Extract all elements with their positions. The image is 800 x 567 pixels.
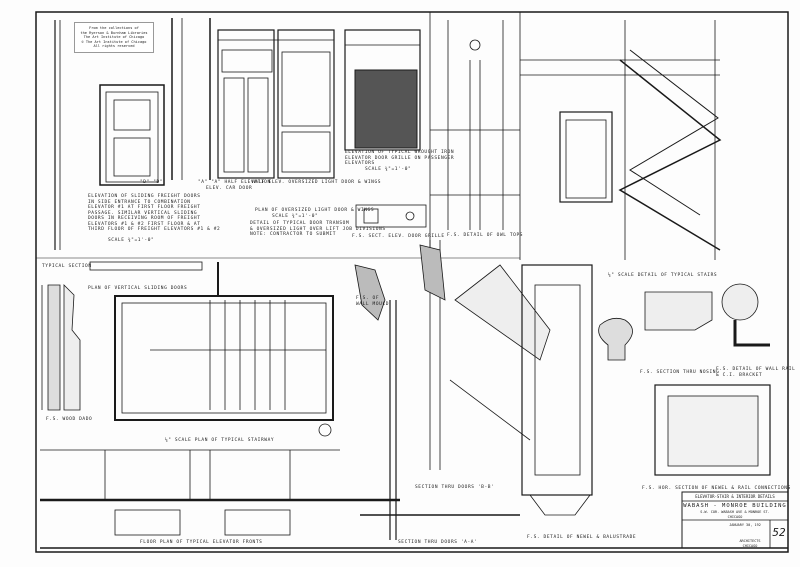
label-typical-section: Typical Section xyxy=(42,264,92,269)
label-line: Elevator Door Grille on Passenger xyxy=(345,155,455,161)
sliding-doors-scale: Scale ¾"=1'-0" xyxy=(108,238,155,243)
label-d-d: "D" "D" xyxy=(140,180,164,185)
elevator-fronts-plan xyxy=(40,449,788,549)
architects-label: Architects xyxy=(739,539,761,543)
label-nosing: F.S. Section Thru Nosing xyxy=(640,370,720,375)
sheet-number: 52 xyxy=(772,526,786,539)
label-wood-dado: F.S. Wood Dado xyxy=(46,417,93,422)
owl-tops xyxy=(430,20,520,230)
label-line: Elevation of Typical Wrought Iron xyxy=(345,150,455,155)
label-plan-oversized-scale: Scale ¾"=1'-0" xyxy=(272,214,319,219)
note-line: passage. Similar vertical sliding xyxy=(88,210,198,216)
transom-note: Note: Contractor to submit xyxy=(250,232,337,237)
newel-connection-plan xyxy=(654,384,771,476)
label-plan-sliding-doors: Plan of Vertical Sliding Doors xyxy=(88,286,188,291)
stairway-plan xyxy=(114,262,334,437)
label-transom-detail: Detail of Typical Door Transom & Oversiz… xyxy=(250,221,386,238)
collection-note: From the collections of the Ryerson & Bu… xyxy=(74,22,154,53)
handrail-section xyxy=(454,264,551,361)
wood-dado xyxy=(41,284,81,411)
stair-elevation xyxy=(520,20,722,260)
label-plan-oversized: Plan of Oversized Light Door & Wings xyxy=(255,208,375,213)
note-line: third floor of freight elevators #1 & #2 xyxy=(88,227,221,232)
label-line: Elevators xyxy=(345,161,375,166)
car-door-elevation xyxy=(171,18,335,180)
label-wall-mould: F.S. of Wall Mould xyxy=(356,296,389,307)
sliding-door-elevation xyxy=(99,84,165,186)
sheet-title: Elevator-Stair & Interior Details xyxy=(695,494,775,499)
wall-rail xyxy=(721,283,759,321)
label-newel-rail-connection: F.S. Hor. Section of Newel & Rail Connec… xyxy=(642,486,791,491)
baluster-cap xyxy=(598,317,633,361)
label-line: Wall Mould xyxy=(356,301,390,307)
sliding-doors-note: Elevation of sliding freight doors in si… xyxy=(88,194,220,233)
grille-elevation xyxy=(344,29,421,151)
building-city: Chicago xyxy=(727,515,743,519)
note-line: the Ryerson & Burnham Libraries xyxy=(80,30,148,35)
note-line: elevator #1 at first floor freight xyxy=(88,205,201,210)
note-line: From the collections of xyxy=(89,26,139,30)
label-owl-tops: F.S. Detail of Owl Tops xyxy=(447,233,524,238)
label-line: & C.I. Bracket xyxy=(716,372,763,378)
note-line: elevators #1 & #2 first floor & at xyxy=(88,221,201,227)
label-line: F.S. of xyxy=(356,296,380,301)
label-section-aa: Section Thru Doors 'A-A' xyxy=(398,540,478,545)
label-newel-balustrade: F.S. Detail of Newel & Balustrade xyxy=(527,535,637,540)
note-line: doors in receiving room of freight xyxy=(88,216,201,221)
label-half-elev-oversized: Half Elev. Oversized Light Door & Wings xyxy=(252,180,382,185)
label-section-bb: Section Thru Doors 'B-B' xyxy=(415,485,495,490)
architects-city: Chicago xyxy=(742,544,758,548)
grille-scale: Scale ¾"=1'-0" xyxy=(365,166,412,172)
label-half-elevation: "A" "A" Half Elevation xyxy=(198,180,271,185)
note-line: All rights reserved xyxy=(93,44,135,49)
note-line: The Art Institute of Chicago xyxy=(83,35,145,40)
note-line: in side entrance to combination xyxy=(88,199,191,205)
label-stairway-plan: ¼" Scale Plan of Typical Stairway xyxy=(165,438,275,443)
building-location: S.W. Cor. Wabash Ave & Monroe St. xyxy=(700,510,770,514)
note-line: Elevation of sliding freight doors xyxy=(88,194,201,199)
sheet-border xyxy=(35,11,789,553)
label-line: & Oversized Light Over Lift Job Division… xyxy=(250,226,386,232)
label-elev-car-door: Elev. Car Door xyxy=(206,186,253,191)
door-sections xyxy=(354,240,520,540)
rail-bracket xyxy=(733,320,770,347)
label-grille-elevation: Elevation of Typical Wrought Iron Elevat… xyxy=(345,150,454,172)
newel-post xyxy=(521,264,593,516)
note-line: © The Art Institute of Chicago xyxy=(81,39,147,44)
label-line: F.S. Detail of Wall Rail xyxy=(716,367,796,372)
nosing-section xyxy=(644,291,713,331)
label-line: Detail of Typical Door Transom xyxy=(250,221,350,226)
label-typical-stairs: ¼" Scale Detail of Typical Stairs xyxy=(608,273,718,278)
grille-section xyxy=(355,204,427,228)
label-wall-rail: F.S. Detail of Wall Rail & C.I. Bracket xyxy=(716,367,795,378)
drawing-date: January 30, 192 xyxy=(729,523,761,527)
label-elevator-fronts: Floor Plan of Typical Elevator Fronts xyxy=(140,540,263,545)
label-grille-section: F.S. Sect. Elev. Door Grille xyxy=(352,234,445,239)
building-name: Wabash - Monroe Building xyxy=(683,503,787,509)
